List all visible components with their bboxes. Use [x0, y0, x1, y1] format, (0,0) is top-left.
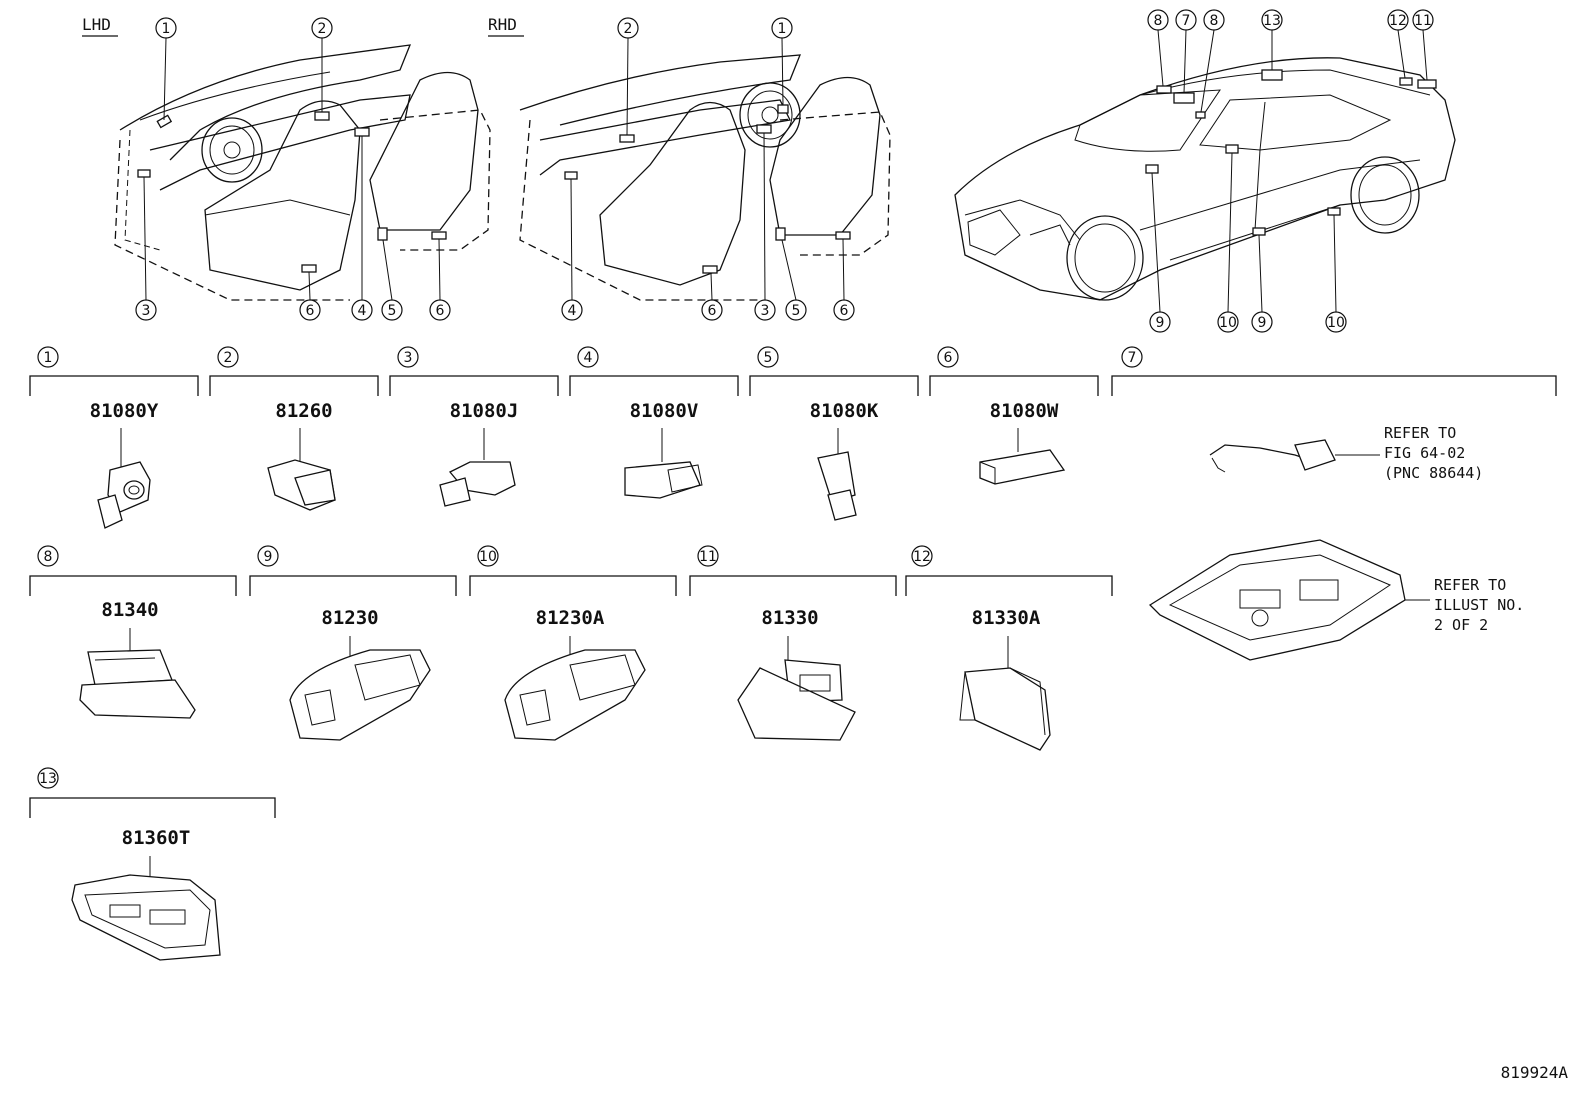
car-callout-10a: 10 [1217, 311, 1239, 333]
group-11: 11 81330 [689, 545, 897, 741]
group-13: 13 81360T [29, 767, 276, 961]
car-callout-11: 11 [1412, 9, 1434, 31]
lhd-callout-1: 1 [155, 17, 177, 39]
part-81080K: 81080K [810, 400, 879, 422]
car-callout-10b: 10 [1325, 311, 1347, 333]
lhd-label: LHD [82, 15, 111, 34]
group-4: 4 81080V [569, 346, 739, 499]
svg-text:5: 5 [792, 303, 801, 319]
lhd-callout-6b: 6 [429, 299, 451, 321]
rhd-callout-5: 5 [785, 299, 807, 321]
group-12: 12 81330A [905, 545, 1113, 751]
part-81230A: 81230A [536, 607, 605, 629]
svg-text:1: 1 [44, 350, 53, 366]
svg-text:12: 12 [1389, 13, 1407, 29]
group-1: 1 81080Y [29, 346, 199, 529]
svg-text:5: 5 [388, 303, 397, 319]
svg-text:8: 8 [44, 549, 53, 565]
svg-text:8: 8 [1210, 13, 1219, 29]
part-81080Y: 81080Y [90, 400, 159, 422]
car-callout-9b: 9 [1251, 311, 1273, 333]
lhd-callout-6a: 6 [299, 299, 321, 321]
svg-text:7: 7 [1128, 350, 1137, 366]
refer-note-2-line-2: ILLUST NO. [1434, 596, 1524, 614]
group-6: 6 81080W [929, 346, 1099, 485]
car-callout-8b: 8 [1203, 9, 1225, 31]
group-7: 7 REFER TO FIG 64-02 (PNC 88644) REFER T… [1111, 346, 1557, 661]
svg-text:3: 3 [142, 303, 151, 319]
car-callout-13: 13 [1261, 9, 1283, 31]
svg-text:10: 10 [479, 549, 497, 565]
part-81080V: 81080V [630, 400, 699, 422]
part-81340: 81340 [101, 599, 158, 621]
svg-text:4: 4 [584, 350, 593, 366]
figure-id: 819924A [1501, 1063, 1569, 1082]
svg-text:2: 2 [224, 350, 233, 366]
svg-text:9: 9 [1156, 315, 1165, 331]
rhd-callout-3: 3 [754, 299, 776, 321]
svg-text:6: 6 [708, 303, 717, 319]
svg-text:5: 5 [764, 350, 773, 366]
rhd-callout-6a: 6 [701, 299, 723, 321]
lhd-callout-4: 4 [351, 299, 373, 321]
svg-text:6: 6 [306, 303, 315, 319]
part-81230: 81230 [321, 607, 378, 629]
rhd-callout-2: 2 [617, 17, 639, 39]
refer-note-1-line-3: (PNC 88644) [1384, 464, 1483, 482]
svg-text:6: 6 [840, 303, 849, 319]
lhd-callout-2: 2 [311, 17, 333, 39]
part-81330A: 81330A [972, 607, 1041, 629]
svg-text:11: 11 [1414, 13, 1432, 29]
svg-text:10: 10 [1219, 315, 1237, 331]
car-view: 8 7 8 13 12 11 9 10 9 10 [954, 9, 1456, 333]
rhd-view: RHD 2 1 4 6 3 5 6 [488, 15, 891, 321]
svg-text:1: 1 [162, 21, 171, 37]
car-callout-7: 7 [1175, 9, 1197, 31]
svg-text:2: 2 [624, 21, 633, 37]
svg-text:8: 8 [1154, 13, 1163, 29]
svg-text:3: 3 [404, 350, 413, 366]
svg-text:3: 3 [761, 303, 770, 319]
svg-text:11: 11 [699, 549, 717, 565]
car-callout-8a: 8 [1147, 9, 1169, 31]
svg-text:1: 1 [778, 21, 787, 37]
svg-text:9: 9 [1258, 315, 1267, 331]
part-81360T: 81360T [122, 827, 191, 849]
rhd-label: RHD [488, 15, 517, 34]
group-2: 2 81260 [209, 346, 379, 511]
svg-text:6: 6 [944, 350, 953, 366]
lhd-view: LHD 1 2 3 4 5 [82, 15, 491, 321]
part-81260: 81260 [275, 400, 332, 422]
group-9: 9 81230 [249, 545, 457, 741]
refer-note-2-line-3: 2 OF 2 [1434, 616, 1488, 634]
group-10: 10 81230A [469, 545, 677, 741]
refer-note-2-line-1: REFER TO [1434, 576, 1506, 594]
svg-text:12: 12 [913, 549, 931, 565]
svg-text:13: 13 [1263, 13, 1281, 29]
svg-text:4: 4 [568, 303, 577, 319]
svg-text:13: 13 [39, 771, 57, 787]
rhd-callout-1: 1 [771, 17, 793, 39]
lhd-callout-3: 3 [135, 299, 157, 321]
lhd-callout-5: 5 [381, 299, 403, 321]
svg-text:9: 9 [264, 549, 273, 565]
part-81080J: 81080J [450, 400, 519, 422]
svg-text:2: 2 [318, 21, 327, 37]
svg-text:7: 7 [1182, 13, 1191, 29]
group-5: 5 81080K [749, 346, 919, 521]
refer-note-1-line-2: FIG 64-02 [1384, 444, 1465, 462]
rhd-callout-4: 4 [561, 299, 583, 321]
svg-text:6: 6 [436, 303, 445, 319]
part-81330: 81330 [761, 607, 818, 629]
rhd-callout-6b: 6 [833, 299, 855, 321]
svg-text:10: 10 [1327, 315, 1345, 331]
car-callout-9a: 9 [1149, 311, 1171, 333]
svg-text:4: 4 [358, 303, 367, 319]
refer-note-1-line-1: REFER TO [1384, 424, 1456, 442]
car-callout-12: 12 [1387, 9, 1409, 31]
part-81080W: 81080W [990, 400, 1059, 422]
group-8: 8 81340 [29, 545, 237, 719]
group-3: 3 81080J [389, 346, 559, 507]
